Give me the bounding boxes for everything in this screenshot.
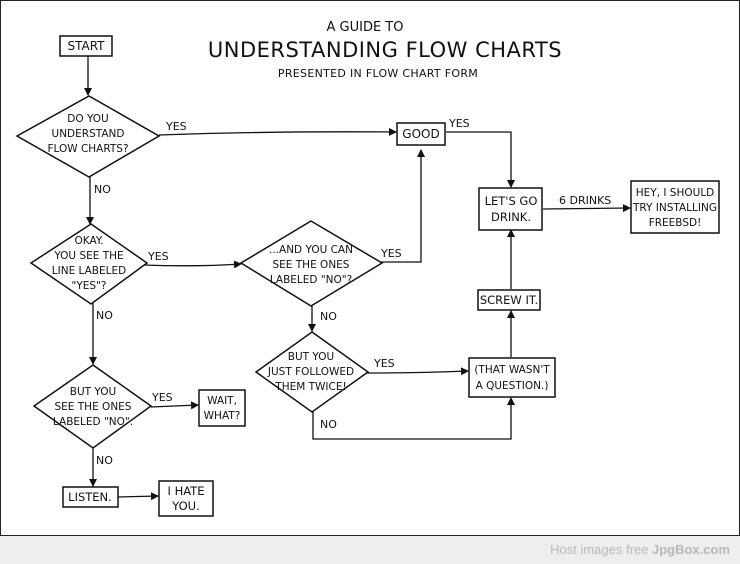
node-wait-what-line: WHAT? — [204, 410, 241, 422]
node-start-line: START — [67, 39, 105, 53]
edge-label-six-drinks: 6 DRINKS — [559, 194, 611, 207]
node-followed-twice: BUT YOU JUST FOLLOWED THEM TWICE! — [254, 331, 370, 413]
watermark-site: JpgBox.com — [651, 542, 730, 557]
edge-label-yes: YES — [380, 247, 402, 260]
edge-drink-to-freebsd — [542, 204, 631, 213]
watermark-prefix: Host images free — [550, 542, 652, 557]
edge-label-yes: YES — [151, 391, 173, 404]
node-and-you-can-see-no-line: LABELED "NO"? — [270, 274, 352, 286]
edge-butyou-yes-wait — [150, 401, 199, 410]
node-and-you-can-see-no-line: SEE THE ONES — [273, 259, 350, 271]
edge-label-no: NO — [320, 310, 337, 323]
node-i-hate-you: I HATE YOU. — [158, 480, 214, 517]
title-line-3: PRESENTED IN FLOW CHART FORM — [278, 67, 478, 80]
node-and-you-can-see-no: ...AND YOU CAN SEE THE ONES LABELED "NO"… — [239, 220, 384, 307]
node-lets-go-drink: LET'S GO DRINK. — [478, 187, 543, 231]
node-okay-see-yes: OKAY. YOU SEE THE LINE LABELED "YES"? — [29, 223, 149, 305]
node-okay-see-yes-line: YOU SEE THE — [53, 250, 123, 262]
edge-label-no: NO — [96, 309, 113, 322]
node-do-you-understand: DO YOU UNDERSTAND FLOW CHARTS? — [15, 95, 161, 178]
edge-listen-to-hate — [117, 492, 159, 501]
watermark-text: Host images free JpgBox.com — [550, 542, 730, 557]
node-but-you-see-no: BUT YOU SEE THE ONES LABELED "NO". — [32, 364, 153, 449]
node-and-you-can-see-no-line: ...AND YOU CAN — [269, 244, 353, 256]
comic-frame: A GUIDE TO UNDERSTANDING FLOW CHARTS PRE… — [0, 0, 740, 536]
node-followed-twice-line: BUT YOU — [288, 351, 334, 363]
node-listen: LISTEN. — [62, 486, 119, 508]
node-not-a-question-line: A QUESTION.) — [476, 380, 549, 392]
flowchart: A GUIDE TO UNDERSTANDING FLOW CHARTS PRE… — [15, 20, 720, 517]
title-line-1: A GUIDE TO — [327, 20, 404, 35]
edges — [84, 56, 631, 501]
edge-label-yes: YES — [373, 357, 395, 370]
node-start: START — [59, 35, 113, 57]
edge-label-no: NO — [94, 183, 111, 196]
node-freebsd-line: HEY, I SHOULD — [636, 187, 715, 199]
node-i-hate-you-line: I HATE — [168, 484, 205, 498]
node-i-hate-you-line: YOU. — [171, 499, 200, 513]
edge-good-to-drink — [446, 131, 515, 188]
node-but-you-see-no-line: SEE THE ONES — [55, 401, 132, 413]
node-do-you-understand-line: UNDERSTAND — [52, 128, 125, 140]
edge-label-no: NO — [320, 418, 337, 431]
node-good-line: GOOD — [402, 127, 439, 141]
edge-label-yes: YES — [448, 117, 470, 130]
node-wait-what: WAIT, WHAT? — [198, 389, 246, 427]
title-line-2: UNDERSTANDING FLOW CHARTS — [208, 38, 562, 62]
node-followed-twice-line: THEM TWICE! — [274, 381, 346, 393]
edge-andyou-yes-good — [381, 149, 425, 263]
node-lets-go-drink-line: LET'S GO — [485, 194, 538, 208]
edge-label-yes: YES — [147, 250, 169, 263]
node-not-a-question: (THAT WASN'T A QUESTION.) — [468, 357, 556, 398]
edge-label-yes: YES — [165, 120, 187, 133]
node-okay-see-yes-line: OKAY. — [75, 235, 104, 247]
node-followed-twice-line: JUST FOLLOWED — [267, 366, 354, 378]
node-freebsd-line: TRY INSTALLING — [632, 202, 717, 214]
node-do-you-understand-line: DO YOU — [67, 113, 108, 125]
node-freebsd: HEY, I SHOULD TRY INSTALLING FREEBSD! — [630, 180, 720, 234]
edge-followed-no-notquestion — [312, 397, 515, 440]
node-listen-line: LISTEN. — [68, 490, 112, 504]
edge-followed-yes-notquestion — [366, 367, 469, 376]
node-freebsd-line: FREEBSD! — [649, 217, 702, 229]
edge-label-no: NO — [96, 454, 113, 467]
node-lets-go-drink-line: DRINK. — [491, 210, 531, 224]
node-not-a-question-line: (THAT WASN'T — [474, 364, 550, 376]
watermark-bar: Host images free JpgBox.com — [0, 536, 740, 564]
node-wait-what-line: WAIT, — [207, 395, 237, 407]
node-okay-see-yes-line: "YES"? — [72, 280, 107, 292]
edge-understand-yes-good — [158, 127, 397, 136]
node-good: GOOD — [396, 122, 446, 146]
node-but-you-see-no-line: BUT YOU — [70, 386, 116, 398]
node-do-you-understand-line: FLOW CHARTS? — [47, 143, 128, 155]
node-screw-it-line: SCREW IT. — [480, 293, 538, 307]
edge-okay-yes-andyou — [142, 260, 242, 269]
node-screw-it: SCREW IT. — [477, 289, 541, 311]
node-but-you-see-no-line: LABELED "NO". — [53, 416, 133, 428]
node-okay-see-yes-line: LINE LABELED — [52, 265, 126, 277]
